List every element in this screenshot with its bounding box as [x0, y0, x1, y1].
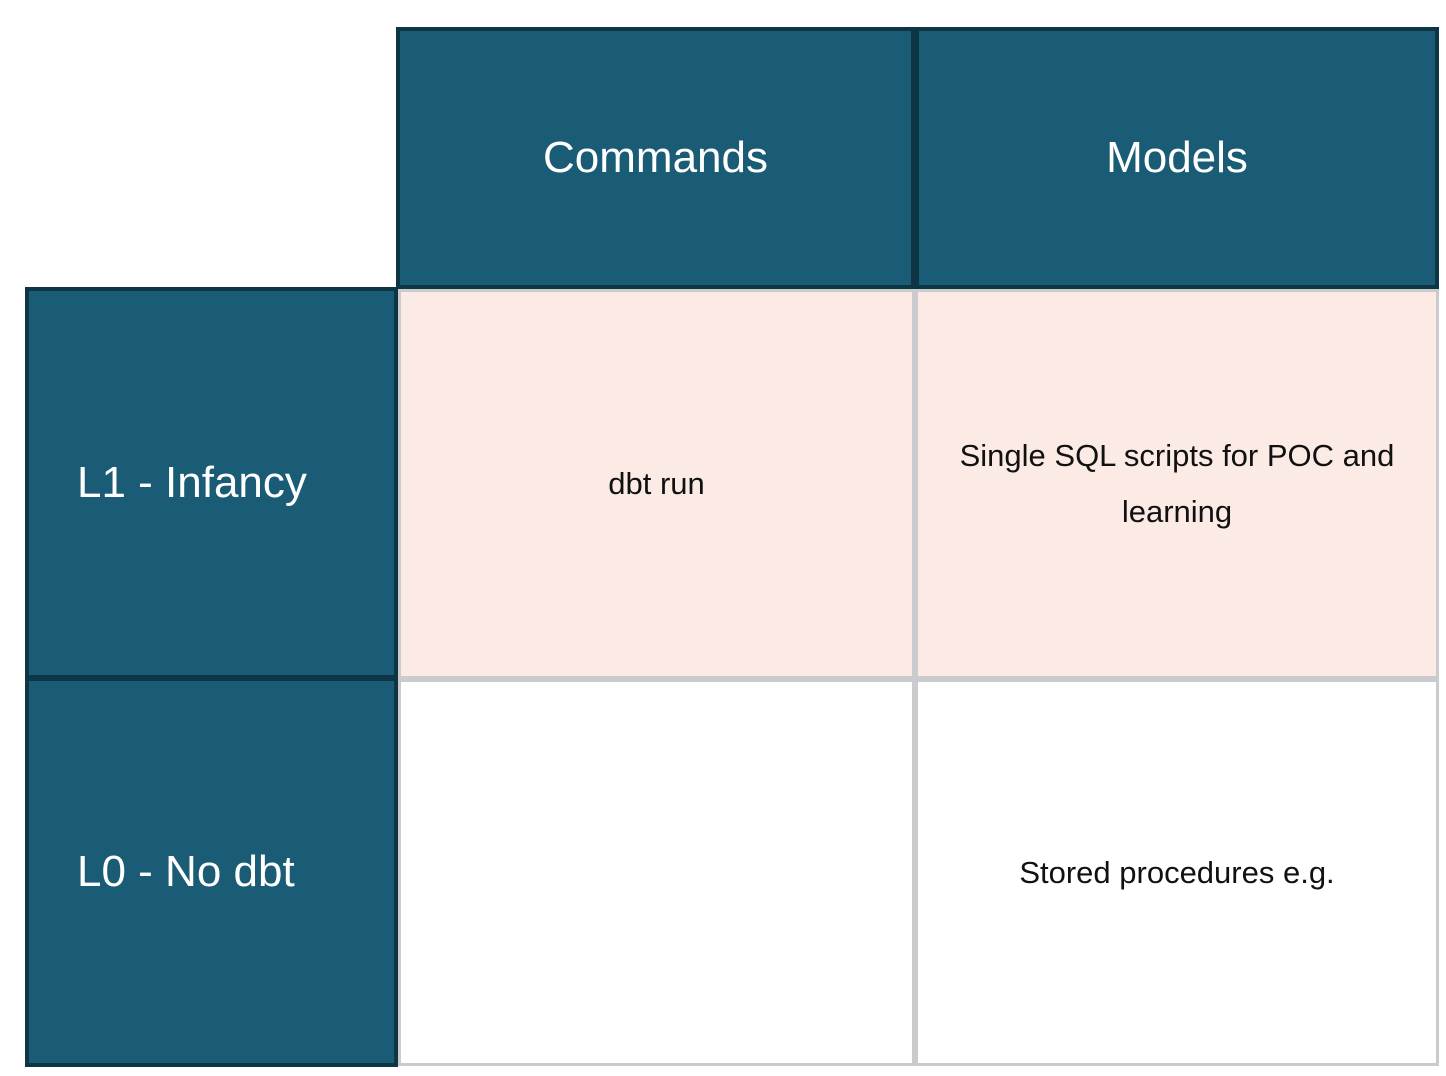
row-header-l1-infancy: L1 - Infancy: [25, 287, 398, 679]
table-cell-l1-commands: dbt run: [398, 289, 915, 679]
column-header-models: Models: [915, 27, 1439, 289]
table-cell-l1-models: Single SQL scripts for POC and learning: [915, 289, 1439, 679]
table-cell-l0-commands: [398, 679, 915, 1066]
column-header-models-label: Models: [1106, 133, 1248, 182]
column-header-commands-label: Commands: [543, 133, 768, 182]
row-header-l1-label: L1 - Infancy: [77, 458, 307, 507]
row-header-l0-label: L0 - No dbt: [77, 847, 295, 896]
table-cell-l0-models-text: Stored procedures e.g.: [1019, 854, 1335, 890]
table-cell-l1-models-text: Single SQL scripts for POC and learning: [959, 438, 1395, 529]
row-header-l0-no-dbt: L0 - No dbt: [25, 677, 398, 1067]
column-header-commands: Commands: [396, 27, 915, 289]
table-cell-l1-commands-text: dbt run: [608, 466, 705, 502]
table-cell-l0-models: Stored procedures e.g.: [915, 679, 1439, 1066]
